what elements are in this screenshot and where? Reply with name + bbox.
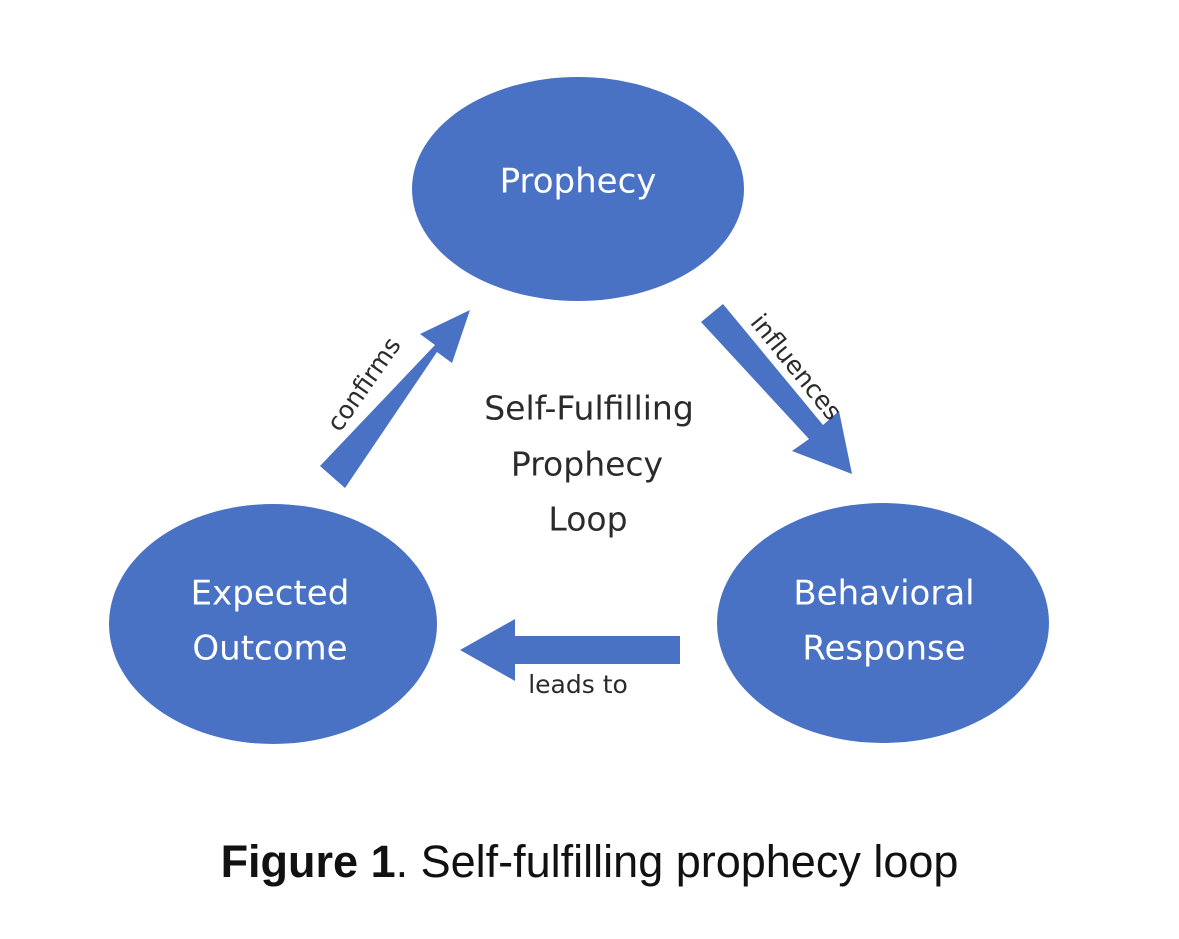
node-behavioral-response [717, 503, 1049, 743]
center-label-line3: Loop [548, 500, 627, 539]
node-behavioral-response-label-line1: Behavioral [793, 574, 974, 614]
center-label-line1: Self-Fulfilling [484, 389, 694, 428]
node-prophecy [412, 77, 744, 301]
arrow-leads-to [460, 619, 680, 681]
node-expected-outcome [109, 504, 437, 744]
arrow-influences [701, 304, 852, 474]
node-expected-outcome-label-line2: Outcome [192, 629, 347, 669]
arrow-confirms [320, 310, 470, 488]
center-label-line2: Prophecy [511, 445, 663, 484]
node-prophecy-label: Prophecy [500, 162, 657, 202]
node-behavioral-response-label-line2: Response [802, 629, 965, 669]
figure-caption: Figure 1. Self-fulfilling prophecy loop [0, 836, 1179, 888]
figure-caption-text: . Self-fulfilling prophecy loop [395, 836, 959, 887]
figure-caption-prefix: Figure 1 [220, 836, 396, 887]
node-expected-outcome-label-line1: Expected [191, 574, 350, 614]
edge-label-leads-to: leads to [528, 670, 628, 699]
